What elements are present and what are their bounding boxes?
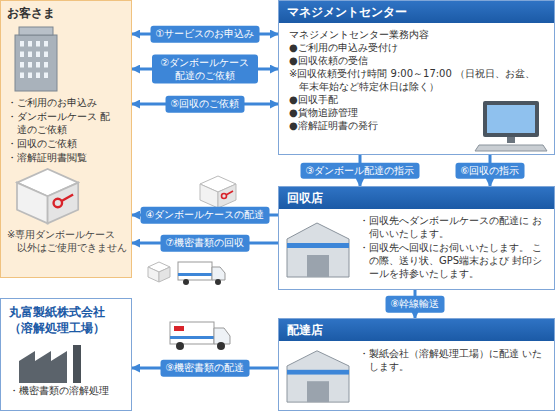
list-item: ・機密書類の溶解処理: [9, 384, 125, 397]
list-item: ●回収依頼の受信: [289, 54, 544, 67]
building-door: [307, 255, 329, 277]
truck-wheel: [176, 342, 184, 350]
building-icon: [287, 351, 349, 402]
edge-label: ⑥回収の指示: [456, 162, 525, 179]
box-key-icon: [200, 176, 236, 208]
edge-label: ②ダンボールケース 配達のご依頼: [152, 55, 258, 84]
building-window: [36, 41, 40, 47]
note-text: ※回収依頼受付け時間 9:00～17:00 （日祝日、お盆、年末年始など特定休日…: [289, 67, 539, 93]
building-window: [20, 52, 24, 58]
building-body: [287, 223, 349, 277]
header-bar: マネジメントセンター: [279, 1, 554, 23]
truck-body: [178, 262, 212, 280]
delivery-box: 配達店・製紙会社（溶解処理工場）に配達 いたします。: [278, 318, 555, 411]
building-window: [28, 41, 32, 47]
node-title: お客さま: [7, 6, 125, 22]
edge-label: ③ダンボール配達の指示: [301, 162, 420, 179]
truck-stripe: [178, 273, 212, 276]
building-window: [28, 73, 32, 79]
building-window: [44, 41, 48, 47]
list-item: ・回収のご依頼: [7, 137, 127, 150]
body-heading: マネジメントセンター業務内容: [289, 28, 544, 41]
truck-wheel: [217, 342, 225, 350]
building-window: [20, 73, 24, 79]
building-window: [20, 62, 24, 68]
box-side: [148, 267, 159, 282]
building-stripe: [287, 243, 349, 248]
box-side: [17, 183, 48, 224]
edge-label: ①サービスのお申込み: [151, 26, 260, 43]
list-item: ・溶解証明書閲覧: [7, 151, 127, 164]
key-icon: [61, 195, 73, 202]
customer-box: お客さま・ご利用のお申込み・ダンボールケース 配達のご依頼・回収のご依頼・溶解証…: [0, 0, 132, 278]
node-title: 丸富製紙株式会社 （溶解処理工場）: [9, 305, 109, 336]
building-window: [36, 62, 40, 68]
building-body: [287, 351, 349, 402]
edge-label: ⑤回収のご依頼: [166, 96, 245, 113]
list-item: ●回収手配: [289, 93, 469, 106]
building-window: [44, 52, 48, 58]
edge-label: ⑧幹線輸送: [386, 296, 445, 313]
edge-label: ④ダンボールケースの配達: [141, 207, 270, 224]
key-icon: [226, 191, 233, 195]
box-key-icon: [17, 169, 78, 223]
list-item: ・製紙会社（溶解処理工場）に配達 いたします。: [359, 347, 545, 373]
collection-box: 回収店・回収先へダンボールケースの配達に お伺いいたします。・回収先へ回収にお伺…: [278, 186, 555, 290]
keyboard: [475, 145, 547, 151]
truck-icon: [170, 322, 230, 350]
key-icon: [54, 199, 63, 208]
truck-cab: [212, 267, 225, 280]
truck-logo: [174, 326, 184, 331]
management-box: マネジメントセンターマネジメントセンター業務内容●ご利用の申込み受付け●回収依頼…: [278, 0, 555, 155]
factory-icon: [19, 345, 81, 383]
box-icon: [148, 262, 170, 282]
truck-cab: [214, 328, 230, 344]
list-item: ●溶解証明書の発行: [289, 119, 469, 132]
monitor-screen: [487, 105, 535, 133]
note-text: ※専用ダンボールケース 以外はご使用できません: [7, 228, 127, 254]
building-door: [307, 381, 329, 402]
building-icon: [15, 27, 57, 91]
list-item: ●貨物追跡管理: [289, 106, 469, 119]
building-window: [20, 41, 24, 47]
box-side: [48, 183, 79, 224]
edge-label: ⑦機密書類の回収: [161, 235, 250, 252]
building-window: [44, 73, 48, 79]
edge-label: ⑨機密書類の配達: [161, 360, 250, 377]
list-item: ・ダンボールケース 配達のご依頼: [7, 110, 111, 136]
truck-body: [170, 322, 214, 344]
box-side: [218, 184, 236, 208]
box-side: [159, 267, 170, 282]
building-window: [28, 52, 32, 58]
box-side: [200, 184, 218, 208]
list-item: ・回収先へダンボールケースの配達に お伺いいたします。: [359, 214, 551, 240]
factory-body: [19, 351, 67, 383]
header-bar: 回収店: [279, 187, 554, 209]
building-roof: [19, 27, 53, 35]
truck-stripe: [170, 336, 214, 339]
building-window: [36, 52, 40, 58]
building-window: [36, 73, 40, 79]
header-bar: 配達店: [279, 319, 554, 341]
factory-chimney: [73, 345, 81, 383]
truck-wheel: [183, 279, 189, 285]
computer-icon: [475, 101, 547, 151]
building-stripe: [287, 370, 349, 375]
building-body: [15, 35, 57, 91]
building-icon: [287, 223, 349, 277]
list-item: ・回収先へ回収にお伺いいたします。 この際、送り状、GPS端末および 封印シール…: [359, 241, 551, 280]
list-item: ・ご利用のお申込み: [7, 96, 127, 109]
building-window: [28, 62, 32, 68]
list-item: ●ご利用の申込み受付け: [289, 41, 544, 54]
factory-box: 丸富製紙株式会社 （溶解処理工場） ・機密書類の溶解処理: [0, 298, 132, 411]
truck-icon: [178, 262, 225, 285]
monitor-stand: [507, 137, 515, 143]
building-window: [44, 62, 48, 68]
truck-wheel: [215, 279, 221, 285]
monitor: [483, 101, 539, 137]
